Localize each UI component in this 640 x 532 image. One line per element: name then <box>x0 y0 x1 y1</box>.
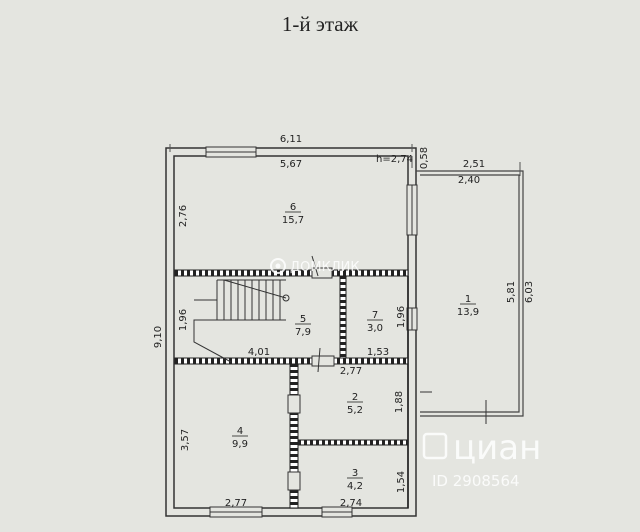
room-4-area: 9,9 <box>232 439 248 450</box>
dim-top-outer: 6,11 <box>280 134 302 145</box>
ceiling-height: h=2,74 <box>376 154 413 165</box>
dim-room3-height: 1,54 <box>396 471 407 493</box>
room-2-area: 5,2 <box>347 405 363 416</box>
dim-room2-width: 2,77 <box>340 366 362 377</box>
dim-terrace-outer-top: 2,51 <box>463 159 485 170</box>
dim-top-inner: 5,67 <box>280 159 302 170</box>
terrace-outline <box>416 170 524 417</box>
room-7-area: 3,0 <box>367 323 383 334</box>
room-2-number: 2 <box>352 392 358 403</box>
listing-id-watermark: ID 2908564 <box>432 472 520 490</box>
dim-bottom-left: 2,77 <box>225 498 247 509</box>
domclick-logo-icon <box>270 258 286 274</box>
cian-watermark: циан <box>453 428 541 468</box>
room-labels: 1 13,9 2 5,2 3 4,2 4 9,9 5 7,9 6 15,7 7 … <box>232 202 479 492</box>
dimension-ticks <box>169 144 521 176</box>
dim-left-total: 9,10 <box>153 326 164 348</box>
room-6-number: 6 <box>290 202 296 213</box>
dim-terrace-outer-side: 6,03 <box>524 281 535 303</box>
watermarks: ДОМКЛИК циан ID 2908564 <box>270 258 541 490</box>
room-6-area: 15,7 <box>282 215 304 226</box>
dim-room7-width: 1,53 <box>367 347 389 358</box>
doors <box>287 255 487 491</box>
dim-stair-width: 4,01 <box>248 347 270 358</box>
cian-logo-icon <box>422 432 448 460</box>
dim-hall-height-left: 1,96 <box>178 309 189 331</box>
dim-room2-height: 1,88 <box>394 391 405 413</box>
floor-title: 1-й этаж <box>281 12 359 36</box>
staircase <box>193 279 290 363</box>
dim-wall-right-top: 0,58 <box>419 147 430 169</box>
room-5-number: 5 <box>300 314 306 325</box>
room-1-area: 13,9 <box>457 307 479 318</box>
room-1-number: 1 <box>465 294 471 305</box>
dim-room6-height: 2,76 <box>178 205 189 227</box>
dim-room4-height: 3,57 <box>180 429 191 451</box>
dim-hall-height-right: 1,96 <box>396 306 407 328</box>
dim-terrace-inner-side: 5,81 <box>506 281 517 303</box>
room-3-area: 4,2 <box>347 481 363 492</box>
room-7-number: 7 <box>372 310 378 321</box>
domclick-watermark: ДОМКЛИК <box>290 260 360 275</box>
room-5-area: 7,9 <box>295 327 311 338</box>
dim-terrace-inner-top: 2,40 <box>458 175 480 186</box>
dimension-labels: 6,11 5,67 h=2,74 0,58 2,51 2,40 5,81 6,0… <box>153 134 535 509</box>
dim-bottom-right: 2,74 <box>340 498 362 509</box>
room-4-number: 4 <box>237 426 243 437</box>
windows <box>205 146 418 518</box>
room-3-number: 3 <box>352 468 358 479</box>
